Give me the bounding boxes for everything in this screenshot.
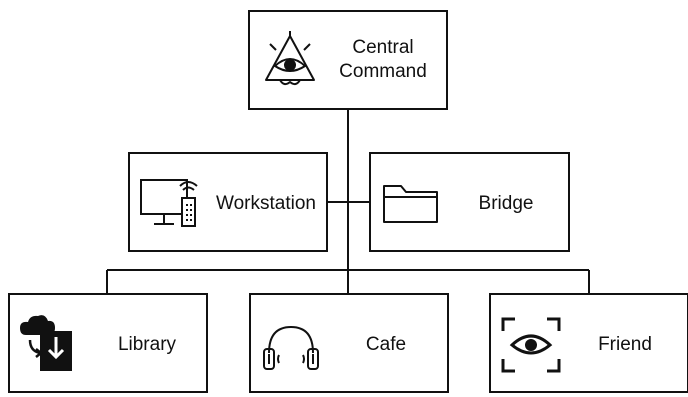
folder-icon (383, 185, 438, 223)
workstation-label: Workstation (216, 193, 316, 214)
all-seeing-eye-icon (265, 31, 315, 86)
library-label: Library (117, 334, 177, 355)
node-cafe: Cafe (249, 293, 449, 393)
cloud-download-book-icon (20, 315, 72, 371)
node-friend: Friend (489, 293, 688, 393)
bridge-label: Bridge (478, 193, 534, 214)
node-library: Library (8, 293, 208, 393)
friend-label: Friend (598, 334, 652, 355)
monitor-remote-icon (140, 179, 198, 227)
node-bridge: Bridge (369, 152, 570, 252)
eye-scan-icon (501, 317, 561, 373)
central-command-label-line2: Command (339, 61, 427, 82)
headphones-icon (263, 325, 319, 370)
node-workstation: Workstation (128, 152, 328, 252)
node-central-command: Central Command (248, 10, 448, 110)
central-command-label: Central Command (328, 36, 438, 84)
central-command-label-line1: Central (352, 37, 414, 58)
cafe-label: Cafe (365, 334, 407, 355)
